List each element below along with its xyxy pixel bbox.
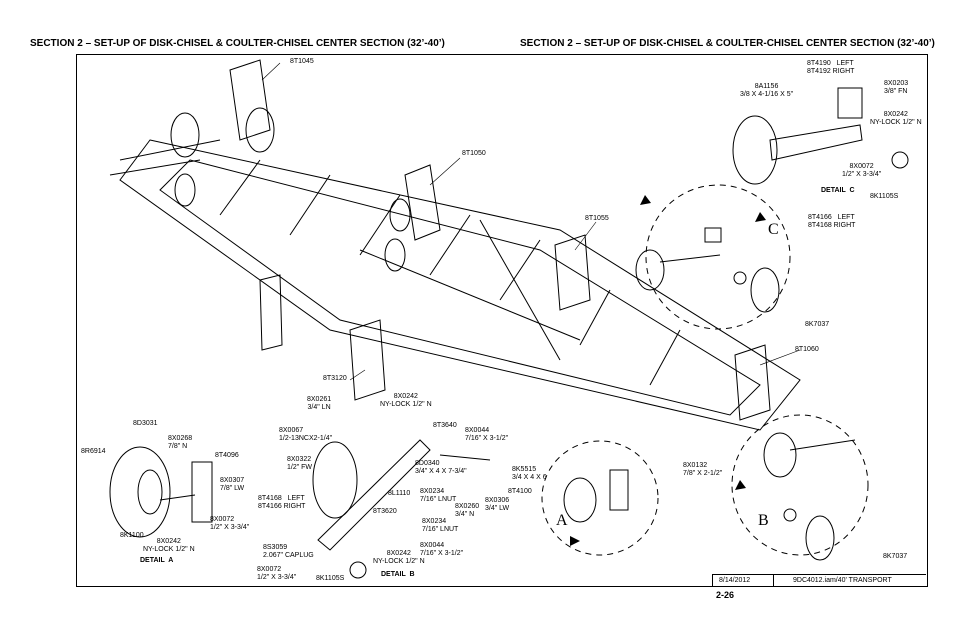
section-title-left: SECTION 2 – SET-UP OF DISK-CHISEL & COUL… (30, 38, 445, 49)
part-8T3120: 8T3120 (323, 375, 347, 382)
part-8T4100: 8T4100 (508, 488, 532, 495)
part-8K7037-b: 8K7037 (883, 553, 908, 560)
part-8X0242-top: 8X0242 NY-LOCK 1/2" N (380, 393, 432, 408)
part-8D3031: 8D3031 (133, 420, 158, 427)
part-8T1055: 8T1055 (585, 215, 609, 222)
detail-b-hub (349, 561, 367, 579)
detail-b-tire (312, 441, 358, 519)
section-title-right: SECTION 2 – SET-UP OF DISK-CHISEL & COUL… (520, 38, 935, 49)
part-8X0307: 8X0307 7/8" LW (220, 477, 245, 492)
detail-a-label: DETAIL A (140, 557, 174, 564)
wheel (245, 107, 275, 153)
lift-arm (229, 59, 271, 141)
main-frame (119, 139, 801, 431)
part-8X0322: 8X0322 1/2" FW (287, 456, 313, 471)
callout-circle-a (541, 440, 659, 556)
part-8K5515: 8K5515 3/4 X 4 X 6 (512, 466, 547, 481)
part-8X0242-b: 8X0242 NY-LOCK 1/2" N (373, 550, 425, 565)
lift-arm (349, 319, 386, 401)
detail-c-callout-letter: C (768, 221, 779, 238)
part-8K1105S-c: 8K1105S (870, 193, 899, 200)
detail-c-tire (732, 115, 778, 185)
lift-arm (404, 164, 441, 241)
lift-arm (734, 344, 771, 421)
part-8X0234-b: 8X0234 7/16" LNUT (422, 518, 459, 533)
detail-c-arm (769, 124, 863, 161)
part-8X0132: 8X0132 7/8" X 2-1/2" (683, 462, 723, 477)
wheel (384, 238, 406, 272)
part-8T4190: 8T4190 LEFT 8T4192 RIGHT (807, 60, 855, 75)
part-8X0306: 8X0306 3/4" LW (485, 497, 510, 512)
detail-a-callout-letter: A (556, 512, 568, 529)
detail-a-spindle (191, 461, 213, 523)
part-8X0072-b: 8X0072 1/2" X 3-3/4" (257, 566, 297, 581)
part-8X0072-c: 8X0072 1/2" X 3-3/4" (842, 163, 882, 178)
wheel (389, 198, 411, 232)
part-8X0067: 8X0067 1/2-13NCX2-1/4" (279, 427, 333, 442)
part-8T3640: 8T3640 (433, 422, 457, 429)
lift-arm (554, 234, 591, 311)
part-8X0260: 8X0260 3/4" N (455, 503, 480, 518)
detail-a-tire (109, 446, 171, 538)
part-8X0234-top: 8X0234 7/16" LNUT (420, 488, 457, 503)
part-8X0242-c: 8X0242 NY-LOCK 1/2" N (870, 111, 922, 126)
page-number: 2-26 (716, 590, 735, 600)
detail-b-arm (317, 439, 431, 551)
part-8R6914: 8R6914 (81, 448, 106, 455)
part-8T4096: 8T4096 (215, 452, 239, 459)
part-8X0044-b: 8X0044 7/16" X 3-1/2" (420, 542, 464, 557)
callout-circle-c (645, 184, 791, 330)
detail-c-label: DETAIL C (821, 187, 855, 194)
part-8L1110: 8L1110 (388, 490, 411, 497)
wheel (170, 112, 200, 158)
part-8X0203: 8X0203 3/8" FN (884, 80, 909, 95)
part-8X0242-a: 8X0242 NY-LOCK 1/2" N (143, 538, 195, 553)
title-block: 8/14/2012 9DC4012.iam/40' TRANSPORT (712, 574, 926, 587)
detail-b-label: DETAIL B (381, 571, 415, 578)
part-8K1105S-b: 8K1105S (316, 575, 345, 582)
callout-circle-b (731, 414, 869, 556)
part-8K1100: 8K1100 (120, 532, 144, 539)
part-8X0072-a: 8X0072 1/2" X 3-3/4" (210, 516, 250, 531)
part-8T4168-b: 8T4168 LEFT 8T4166 RIGHT (258, 495, 306, 510)
title-block-divider (773, 575, 774, 587)
drawing-frame (76, 54, 928, 587)
drawing-file: 9DC4012.iam/40' TRANSPORT (793, 577, 892, 584)
part-8T3620: 8T3620 (373, 508, 397, 515)
part-8K7037-c: 8K7037 (805, 321, 830, 328)
part-8T1045: 8T1045 (290, 58, 314, 65)
part-8T4166-c: 8T4166 LEFT 8T4168 RIGHT (808, 214, 856, 229)
part-8X0044-top: 8X0044 7/16" X 3-1/2" (465, 427, 509, 442)
inner-frame (159, 159, 761, 416)
drawing-date: 8/14/2012 (719, 577, 751, 584)
lift-arm (259, 274, 283, 351)
wheel (174, 173, 196, 207)
part-8A1156: 8A1156 3/8 X 4-1/16 X 5" (740, 83, 794, 98)
detail-b-callout-letter: B (758, 512, 769, 529)
part-8T1050: 8T1050 (462, 150, 486, 157)
part-8S3059: 8S3059 2.067" CAPLUG (263, 544, 314, 559)
detail-c-hub (891, 151, 909, 169)
part-8D0340: 8D0340 3/4" X 4 X 7-3/4" (415, 460, 467, 475)
part-8T1060: 8T1060 (795, 346, 819, 353)
part-8X0268: 8X0268 7/8" N (168, 435, 193, 450)
part-8X0261: 8X0261 3/4" LN (307, 396, 332, 411)
